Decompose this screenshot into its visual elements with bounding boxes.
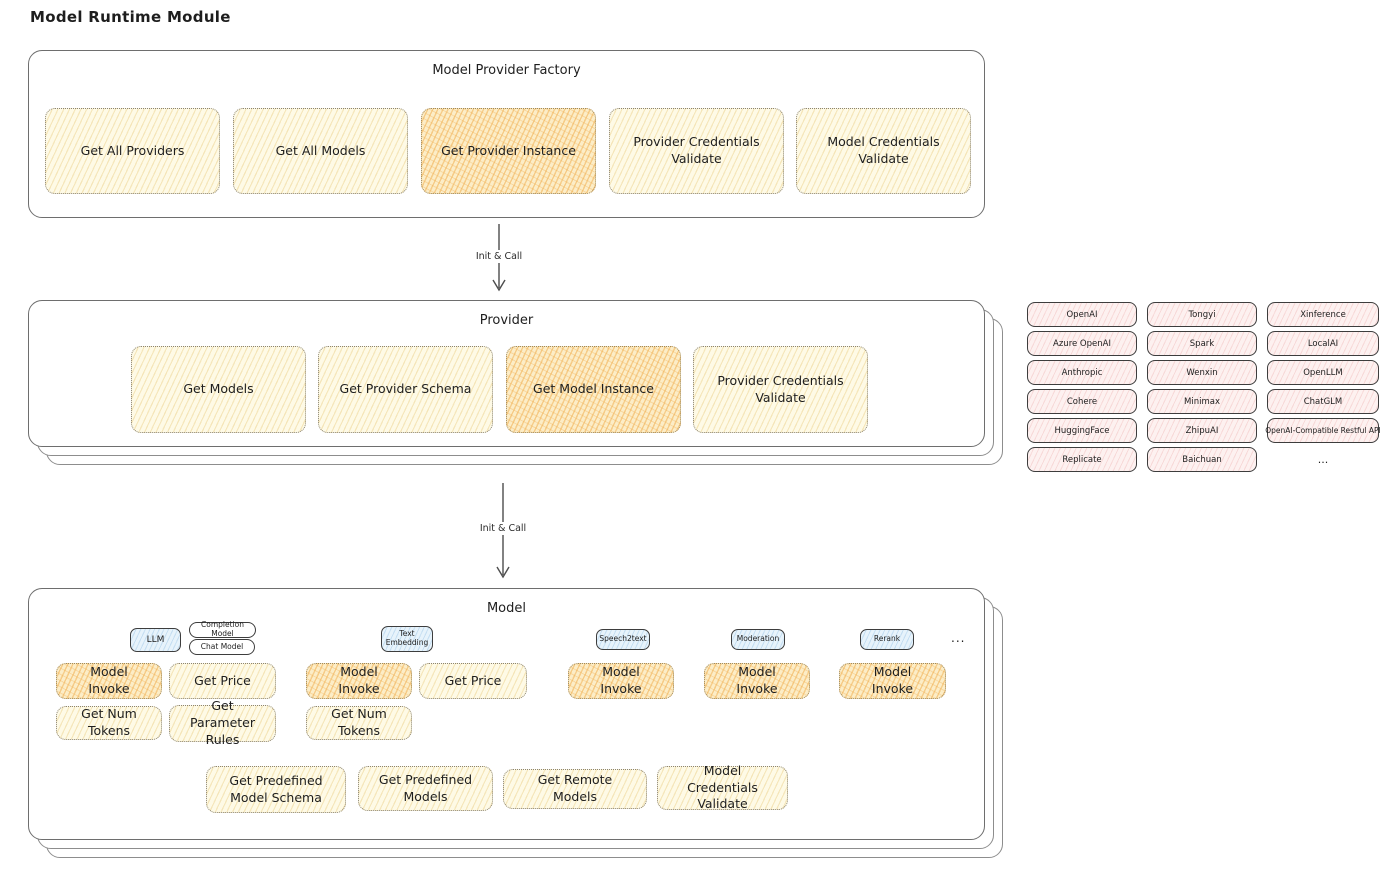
tag-text-embedding: Text Embedding (381, 626, 433, 652)
page-title: Model Runtime Module (30, 8, 231, 26)
factory-panel: Model Provider Factory Get All Providers… (28, 50, 985, 218)
provider-chip: ChatGLM (1267, 389, 1379, 414)
node-model-credentials-validate: Model Credentials Validate (796, 108, 971, 194)
model-panel: Model LLM Completion Model Chat Model Te… (28, 588, 1003, 858)
provider-chip: OpenAI (1027, 302, 1137, 327)
tag-speech2text: Speech2text (596, 629, 650, 650)
node-embedding-model-invoke: Model Invoke (306, 663, 412, 699)
tag-moderation: Moderation (731, 629, 785, 650)
provider-chip: OpenLLM (1267, 360, 1379, 385)
node-llm-get-price: Get Price (169, 663, 276, 699)
provider-title: Provider (479, 313, 534, 328)
node-embedding-get-price: Get Price (419, 663, 527, 699)
provider-chip: Baichuan (1147, 447, 1257, 472)
node-rerank-model-invoke: Model Invoke (839, 663, 946, 699)
provider-panel: Provider Get Models Get Provider Schema … (28, 300, 1003, 465)
arrow-provider-to-model: Init & Call (475, 483, 531, 583)
factory-panel-border: Model Provider Factory Get All Providers… (28, 50, 985, 218)
provider-chip: Xinference (1267, 302, 1379, 327)
node-get-predefined-model-schema: Get Predefined Model Schema (206, 766, 346, 813)
node-llm-model-invoke: Model Invoke (56, 663, 162, 699)
node-provider-credentials-validate: Provider Credentials Validate (609, 108, 784, 194)
node-get-remote-models: Get Remote Models (503, 769, 647, 809)
arrow-label-init-call-1: Init & Call (471, 250, 527, 263)
model-tags-more-ellipsis: ... (951, 631, 966, 645)
node-llm-get-num-tokens: Get Num Tokens (56, 706, 162, 740)
provider-chip: OpenAI-Compatible Restful API (1265, 418, 1381, 443)
node-get-models: Get Models (131, 346, 306, 433)
node-get-model-instance: Get Model Instance (506, 346, 681, 433)
node-get-provider-instance: Get Provider Instance (421, 108, 596, 194)
provider-chip: Cohere (1027, 389, 1137, 414)
node-get-all-models: Get All Models (233, 108, 408, 194)
node-get-predefined-models: Get Predefined Models (358, 766, 493, 811)
factory-title: Model Provider Factory (432, 63, 581, 78)
arrow-factory-to-provider: Init & Call (471, 224, 527, 296)
node-provider-credentials-validate-2: Provider Credentials Validate (693, 346, 868, 433)
node-model-credentials-validate-2: Model Credentials Validate (657, 763, 788, 811)
model-title: Model (486, 601, 527, 616)
provider-chip: HuggingFace (1027, 418, 1137, 443)
tag-rerank: Rerank (860, 629, 914, 650)
node-get-all-providers: Get All Providers (45, 108, 220, 194)
provider-chip: Spark (1147, 331, 1257, 356)
providers-grid: OpenAI Tongyi Xinference Azure OpenAI Sp… (1027, 302, 1381, 472)
node-get-provider-schema: Get Provider Schema (318, 346, 493, 433)
node-llm-get-parameter-rules: Get Parameter Rules (169, 698, 276, 747)
provider-chip: Wenxin (1147, 360, 1257, 385)
arrow-label-init-call-2: Init & Call (475, 522, 531, 535)
provider-chip: Anthropic (1027, 360, 1137, 385)
tag-chat-model: Chat Model (189, 639, 255, 655)
provider-chip: Minimax (1147, 389, 1257, 414)
node-embedding-get-num-tokens: Get Num Tokens (306, 706, 412, 740)
model-panel-border: Model LLM Completion Model Chat Model Te… (28, 588, 985, 840)
provider-chip: ZhipuAI (1147, 418, 1257, 443)
provider-panel-border: Provider Get Models Get Provider Schema … (28, 300, 985, 447)
provider-chip: Replicate (1027, 447, 1137, 472)
provider-chip: LocalAI (1267, 331, 1379, 356)
provider-chip: Azure OpenAI (1027, 331, 1137, 356)
tag-completion-model: Completion Model (189, 621, 256, 638)
provider-chip: Tongyi (1147, 302, 1257, 327)
tag-llm: LLM (130, 628, 181, 652)
node-moderation-model-invoke: Model Invoke (704, 663, 810, 699)
providers-more-ellipsis: ... (1317, 453, 1329, 466)
node-speech2text-model-invoke: Model Invoke (568, 663, 674, 699)
